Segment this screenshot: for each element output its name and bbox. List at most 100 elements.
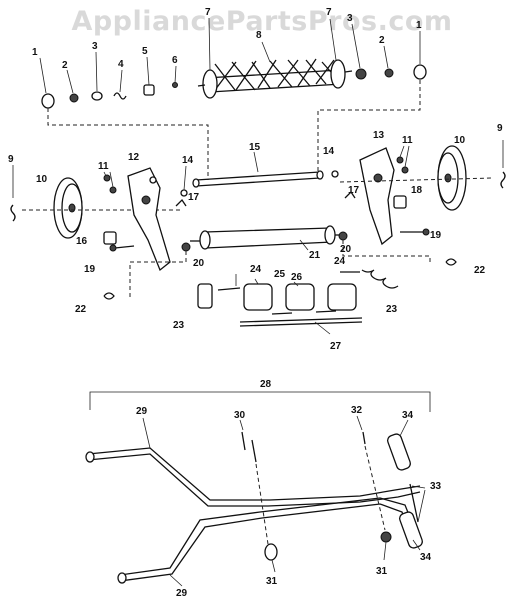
part-19-left-bolt <box>114 245 135 249</box>
part-30-bolt-a <box>241 431 246 451</box>
part-3-left <box>91 91 103 101</box>
callout-2: 2 <box>379 35 385 46</box>
callout-3: 3 <box>92 41 98 52</box>
callout-11: 11 <box>98 161 109 172</box>
part-16-bushing <box>103 231 117 245</box>
handle-assembly <box>85 391 431 587</box>
assembly-guide-lower-left <box>129 251 187 300</box>
assembly-guide-lower-right <box>342 240 431 262</box>
callout-17: 17 <box>188 192 200 203</box>
callout-27: 27 <box>330 341 342 352</box>
callout-24: 24 <box>250 264 262 275</box>
callout-9: 9 <box>8 154 14 165</box>
callout-labels: 1 2 3 4 5 6 7 8 7 3 2 1 9 10 11 12 14 15… <box>8 7 503 599</box>
callout-28: 28 <box>260 379 272 390</box>
callout-2: 2 <box>62 60 68 71</box>
callout-23: 23 <box>173 320 185 331</box>
part-2-right <box>384 68 394 78</box>
callout-9: 9 <box>497 123 503 134</box>
callout-1: 1 <box>32 47 38 58</box>
callout-7: 7 <box>205 7 211 18</box>
callout-8: 8 <box>256 30 262 41</box>
callout-12: 12 <box>128 152 140 163</box>
part-15-cross-bar <box>192 151 324 188</box>
callout-1: 1 <box>416 20 422 31</box>
part-20-right-nut <box>338 231 348 241</box>
left-side-assembly <box>10 165 191 272</box>
callout-34: 34 <box>402 410 414 421</box>
right-side-assembly <box>331 140 506 266</box>
callout-22: 22 <box>474 265 486 276</box>
part-18-bushing <box>393 195 407 209</box>
part-9-right-clip <box>500 171 506 189</box>
part-11-right-a <box>396 156 404 164</box>
part-26-roller-segment-b <box>327 283 357 311</box>
assembly-guide-left <box>47 108 209 180</box>
assembly-guide-right <box>317 80 421 178</box>
callout-22: 22 <box>75 304 87 315</box>
part-26-roller-segment <box>285 283 315 311</box>
part-9-left-clip <box>10 204 16 222</box>
callout-19: 19 <box>430 230 442 241</box>
part-2-left <box>69 93 79 103</box>
part-6 <box>172 82 178 88</box>
callout-26: 26 <box>291 272 303 283</box>
part-11-right-b <box>401 166 409 174</box>
callout-29: 29 <box>136 406 148 417</box>
callout-3: 3 <box>347 13 353 24</box>
callout-15: 15 <box>249 142 261 153</box>
callout-23: 23 <box>386 304 398 315</box>
callout-11: 11 <box>402 135 413 146</box>
part-8-reel <box>197 58 353 99</box>
part-13-right-side-plate <box>359 147 395 246</box>
part-24-left-pin <box>217 287 241 291</box>
callout-5: 5 <box>142 46 148 57</box>
callout-21: 21 <box>309 250 321 261</box>
callout-19: 19 <box>84 264 96 275</box>
part-20-left-nut <box>181 242 191 252</box>
part-22-left <box>103 292 115 300</box>
callout-10: 10 <box>36 174 48 185</box>
part-34-lower-grip <box>399 511 423 549</box>
part-3-right <box>355 68 367 80</box>
part-22-right <box>445 258 457 266</box>
part-1-left-bearing-cap <box>41 93 55 109</box>
callout-20: 20 <box>193 258 205 269</box>
part-27-rod <box>239 317 363 323</box>
callout-20: 20 <box>340 244 352 255</box>
callout-7: 7 <box>326 7 332 18</box>
callout-16: 16 <box>76 236 88 247</box>
part-17-left <box>175 198 187 207</box>
part-33-handle-arm-top <box>409 483 419 523</box>
callout-31: 31 <box>266 576 278 587</box>
part-29-lower-handle-tube <box>119 503 412 582</box>
callout-33: 33 <box>430 481 442 492</box>
part-14-left <box>180 189 188 197</box>
part-23-left-bracket <box>197 283 213 309</box>
callout-6: 6 <box>172 55 178 66</box>
callout-24: 24 <box>334 256 346 267</box>
callout-29: 29 <box>176 588 188 599</box>
callout-14: 14 <box>323 146 335 157</box>
callout-18: 18 <box>411 185 423 196</box>
lower-roller-parts <box>103 269 399 335</box>
part-30-bolt-b <box>251 439 257 463</box>
callout-10: 10 <box>454 135 466 146</box>
part-1-right-bearing-cap <box>413 64 427 80</box>
part-25-roller-segment <box>243 283 273 311</box>
part-31-nut-left <box>264 543 278 561</box>
callout-25: 25 <box>274 269 286 280</box>
part-5 <box>143 84 155 96</box>
part-21-roller-shaft <box>190 225 345 251</box>
part-11-left-b <box>109 186 117 194</box>
part-17-right <box>344 190 356 199</box>
part-31-nut-right <box>380 531 392 543</box>
callout-13: 13 <box>373 130 385 141</box>
part-12-left-side-plate <box>127 167 171 272</box>
callout-4: 4 <box>118 59 124 70</box>
part-32-bolt <box>362 431 366 445</box>
part-23-right-bracket <box>361 269 399 289</box>
part-28-bracket-line <box>89 391 431 412</box>
part-4-spring <box>113 92 127 100</box>
